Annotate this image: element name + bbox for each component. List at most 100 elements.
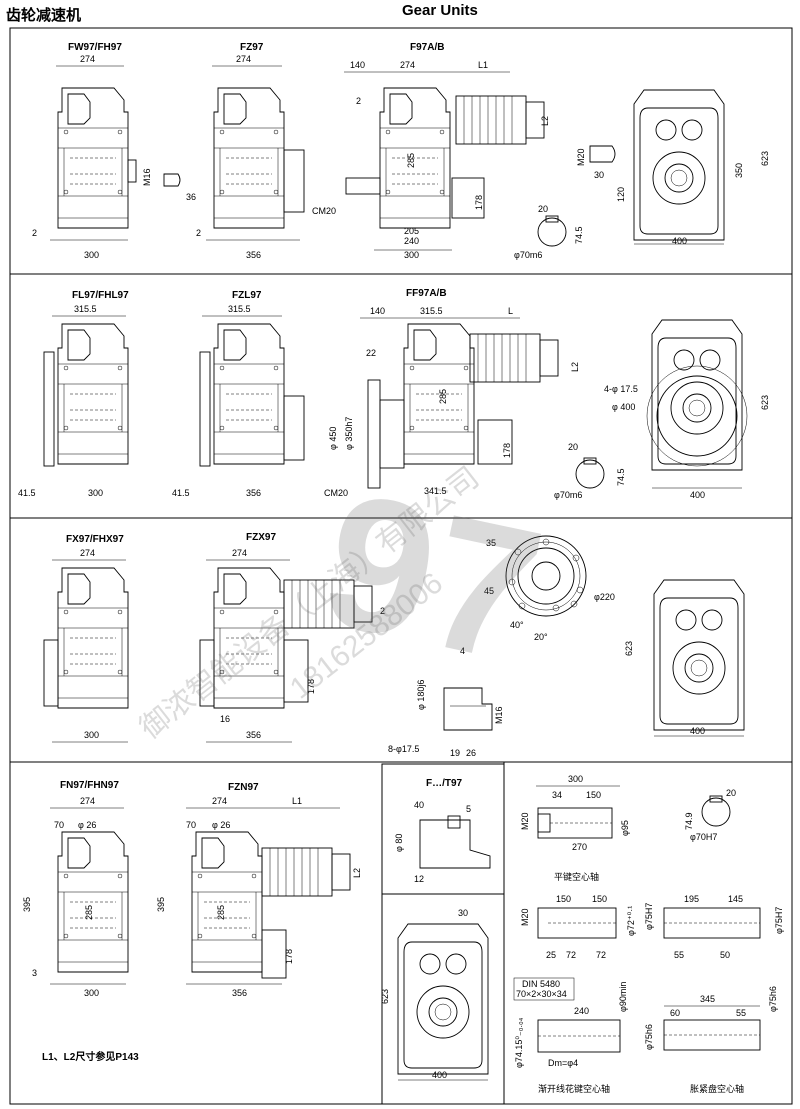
dim-140: 140 xyxy=(370,306,385,316)
dim-274: 274 xyxy=(212,796,227,806)
dim-356: 356 xyxy=(246,488,261,498)
end-view-r4: 30 623 400 xyxy=(380,908,489,1081)
dim-300: 300 xyxy=(404,250,419,260)
dim-285: 285 xyxy=(84,905,94,920)
watermark-model: 97 xyxy=(307,452,558,703)
dim-phi75h6: φ75h6 xyxy=(768,986,778,1012)
dim-240: 240 xyxy=(574,1006,589,1016)
dim-150: 150 xyxy=(586,790,601,800)
dim-20: 20 xyxy=(726,788,736,798)
dim-55: 55 xyxy=(674,950,684,960)
dim-phi450: φ 450 xyxy=(328,427,338,450)
dim-41-5: 41.5 xyxy=(18,488,36,498)
dim-m20: M20 xyxy=(520,908,530,926)
dim-phi400: φ 400 xyxy=(612,402,635,412)
view-fzx97: FZX97 274 2 178 16 356 xyxy=(199,532,385,743)
dim-phi90min: φ90min xyxy=(618,982,628,1012)
view-fzl97: FZL97 315.5 41.5 356 xyxy=(172,290,305,498)
shaft-spline: DIN 5480 70×2×30×34 240 φ90min φ74.15⁰₋₀… xyxy=(513,977,628,1094)
fzn97-title: FZN97 xyxy=(228,782,259,793)
dim-cm20: CM20 xyxy=(312,206,336,216)
watermark: 97 御浓智能设备（上海）有限公司 18162588006 xyxy=(134,452,558,745)
flange-section-detail: φ 180j6 4 M16 8-φ17.5 19 26 xyxy=(388,646,504,758)
dim-400: 400 xyxy=(690,490,705,500)
view-ft97: F…/T97 40 5 φ 80 12 xyxy=(394,778,491,884)
fx97-title: FX97/FHX97 xyxy=(66,534,124,545)
spline-din: DIN 5480 xyxy=(522,979,560,989)
detail-keyed-shaft-r2: 20 74.5 φ70m6 xyxy=(554,442,626,500)
dim-72: 72 xyxy=(596,950,606,960)
dim-l1: L1 xyxy=(292,796,302,806)
dim-300: 300 xyxy=(84,250,99,260)
view-fl97: FL97/FHL97 315.5 41.5 300 xyxy=(18,290,129,498)
dim-74-5: 74.5 xyxy=(574,226,584,244)
dim-350: 350 xyxy=(734,163,744,178)
dim-20: 20 xyxy=(538,204,548,214)
page-title-cn: 齿轮减速机 xyxy=(6,7,82,24)
caption-keyed-hollow-shaft: 平键空心轴 xyxy=(554,871,599,882)
dim-178: 178 xyxy=(284,949,294,964)
dim-dm: Dm=φ4 xyxy=(548,1058,578,1068)
end-view-r1: 120 350 623 400 xyxy=(616,89,770,246)
dim-30: 30 xyxy=(458,908,468,918)
dim-phi74-15: φ74.15⁰₋₀.₀₄ xyxy=(514,1017,524,1068)
dim-300: 300 xyxy=(88,488,103,498)
dim-55: 55 xyxy=(736,1008,746,1018)
dim-40: 40 xyxy=(414,800,424,810)
dim-36: 36 xyxy=(186,192,196,202)
dim-270: 270 xyxy=(572,842,587,852)
dim-395: 395 xyxy=(22,897,32,912)
dim-3: 3 xyxy=(32,968,37,978)
footnote-l1-l2: L1、L2尺寸参见P143 xyxy=(42,1050,139,1063)
shaft-shrink-disc: 345 60 55 φ75h6 φ75h6 胀紧盘空心轴 xyxy=(644,986,778,1094)
dim-195: 195 xyxy=(684,894,699,904)
dim-178: 178 xyxy=(502,443,512,458)
dim-300: 300 xyxy=(84,988,99,998)
dim-2: 2 xyxy=(32,228,37,238)
spline-spec: 70×2×30×34 xyxy=(516,989,567,999)
dim-34: 34 xyxy=(552,790,562,800)
dim-l2-partial: 2 xyxy=(380,606,385,616)
dim-phi70m6: φ70m6 xyxy=(514,250,542,260)
dim-341-5: 341.5 xyxy=(424,486,447,496)
view-ff97ab: FF97A/B 140 315.5 L 22 L2 285 φ 450 φ 35… xyxy=(324,288,580,498)
dim-356: 356 xyxy=(246,730,261,740)
dim-m20: M20 xyxy=(576,148,586,166)
dim-274: 274 xyxy=(80,796,95,806)
dim-m20: M20 xyxy=(520,812,530,830)
view-fzn97: FZN97 274 L1 70 φ 26 L2 395 285 178 356 xyxy=(156,782,362,998)
dim-178: 178 xyxy=(474,195,484,210)
dim-623: 623 xyxy=(624,641,634,656)
dim-72: 72 xyxy=(566,950,576,960)
dim-623: 623 xyxy=(760,151,770,166)
dim-74-9: 74.9 xyxy=(684,812,694,830)
dim-l2: L2 xyxy=(570,362,580,372)
dim-20deg: 20° xyxy=(534,632,548,642)
dim-74-5: 74.5 xyxy=(616,468,626,486)
dim-400: 400 xyxy=(672,236,687,246)
dim-25: 25 xyxy=(546,950,556,960)
fl97-title: FL97/FHL97 xyxy=(72,290,129,301)
dim-phi72: φ72⁺⁰·¹ xyxy=(626,906,636,936)
view-f97ab: F97A/B 140 274 L1 2 L2 285 178 CM20 205 … xyxy=(312,42,550,260)
dim-150: 150 xyxy=(592,894,607,904)
dim-120: 120 xyxy=(616,187,626,202)
dim-40deg: 40° xyxy=(510,620,524,630)
view-fx97: FX97/FHX97 274 300 xyxy=(43,534,129,743)
dim-274: 274 xyxy=(232,548,247,558)
dim-45: 45 xyxy=(484,586,494,596)
dim-35: 35 xyxy=(486,538,496,548)
dim-300: 300 xyxy=(568,774,583,784)
dim-phi75h7: φ75H7 xyxy=(644,903,654,930)
dim-2: 2 xyxy=(196,228,201,238)
dim-285: 285 xyxy=(216,905,226,920)
dim-356: 356 xyxy=(246,250,261,260)
dim-41-5: 41.5 xyxy=(172,488,190,498)
view-fn97: FN97/FHN97 274 70 φ 26 395 285 3 300 xyxy=(22,780,129,998)
dim-150: 150 xyxy=(556,894,571,904)
dim-phi70m6: φ70m6 xyxy=(554,490,582,500)
dim-400: 400 xyxy=(690,726,705,736)
dim-22: 22 xyxy=(366,348,376,358)
dim-623: 623 xyxy=(760,395,770,410)
dim-274: 274 xyxy=(400,60,415,70)
